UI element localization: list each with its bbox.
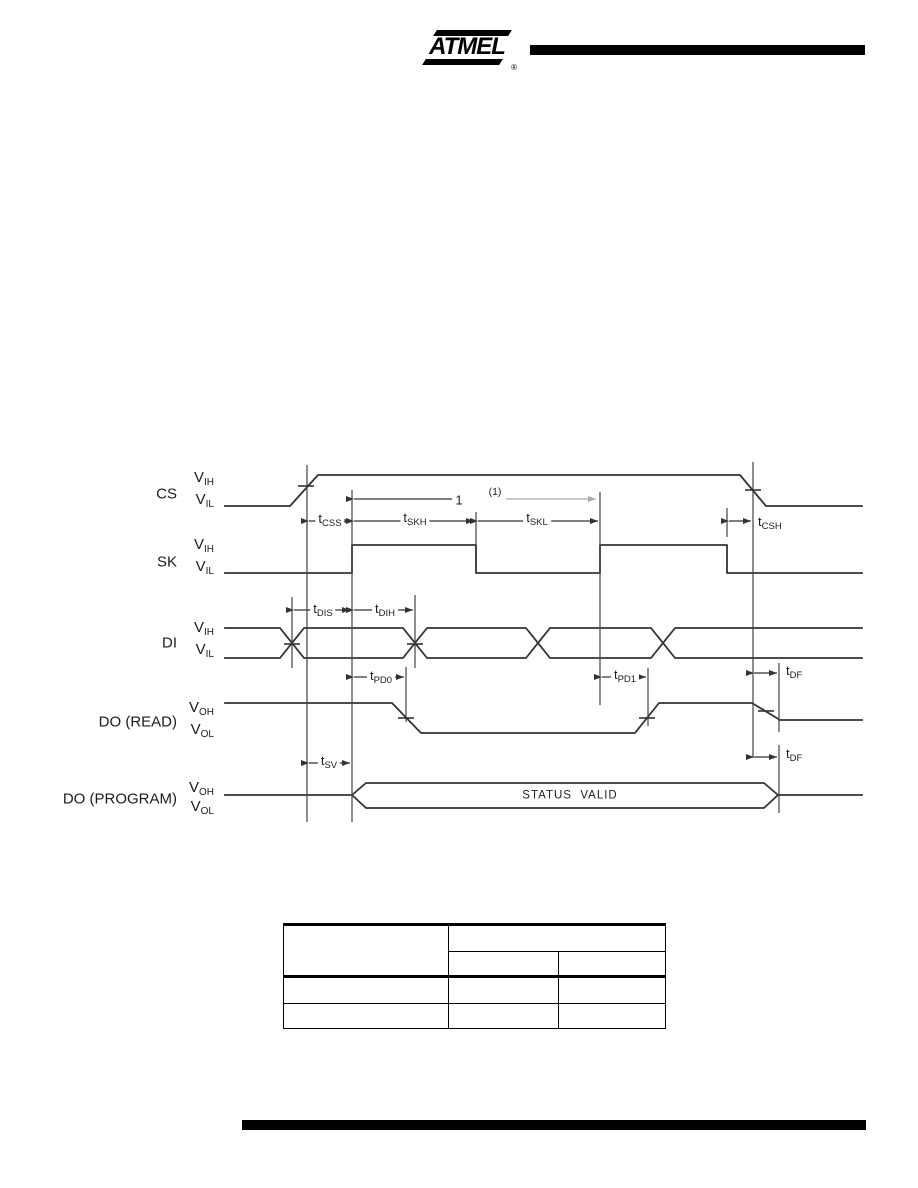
timing-label-tcss: tCSS	[315, 511, 345, 529]
level-label-vol-do-read: VOL	[190, 721, 214, 740]
level-label-vih-cs: VIH	[193, 469, 214, 488]
atmel-logo: ATMEL ®	[422, 30, 517, 72]
timing-label-tskl: tSKL	[523, 510, 551, 528]
do-read-waveform	[224, 702, 863, 734]
timing-arrows	[286, 496, 777, 766]
signal-label-do-read: DO (READ)	[98, 713, 177, 731]
level-label-vil-sk: VIL	[195, 558, 214, 577]
timing-label-tdis: tDIS	[310, 601, 336, 619]
annotation-note-ref: (1)	[487, 485, 503, 498]
do-program-waveform	[224, 782, 863, 809]
level-label-vil-di: VIL	[195, 641, 214, 660]
level-label-voh-do-read: VOH	[188, 699, 214, 718]
status-valid-label: STATUS VALID	[522, 789, 618, 802]
sk-waveform	[224, 544, 863, 574]
timing-label-tdf-program: tDF	[786, 745, 803, 764]
level-label-voh-do-program: VOH	[188, 779, 214, 798]
signal-label-do-program: DO (PROGRAM)	[62, 790, 177, 808]
table-divider-subheader	[448, 951, 665, 952]
di-waveform	[224, 627, 863, 659]
registered-trademark-symbol: ®	[511, 63, 517, 72]
timing-label-tskh: tSKH	[400, 510, 430, 528]
spec-table-empty	[283, 923, 666, 1029]
timing-label-tsv: tSV	[317, 753, 341, 771]
timing-label-tpd0: tPD0	[366, 668, 396, 686]
level-label-vil-cs: VIL	[195, 491, 214, 510]
footer-rule-bar	[242, 1120, 866, 1130]
cs-waveform	[224, 474, 863, 507]
timing-label-tdf-read: tDF	[786, 662, 803, 681]
annotation-one-clock: 1	[453, 492, 465, 508]
table-divider-col2	[558, 951, 559, 1028]
signal-label-di: DI	[162, 634, 177, 652]
table-divider-header-bottom	[284, 975, 665, 978]
level-label-vih-sk: VIH	[193, 536, 214, 555]
level-label-vih-di: VIH	[193, 619, 214, 638]
timing-label-tcsh: tCSH	[758, 513, 782, 532]
timing-label-tdih: tDIH	[372, 601, 398, 619]
transition-tick-marks	[284, 485, 774, 719]
logo-wordmark: ATMEL	[429, 32, 506, 61]
timing-label-tpd1: tPD1	[610, 667, 640, 685]
signal-label-sk: SK	[156, 553, 177, 571]
header-rule-bar	[530, 45, 865, 55]
signal-label-cs: CS	[156, 485, 177, 503]
reference-lines	[291, 462, 780, 822]
table-divider-row	[284, 1003, 665, 1004]
level-label-vol-do-program: VOL	[190, 798, 214, 817]
